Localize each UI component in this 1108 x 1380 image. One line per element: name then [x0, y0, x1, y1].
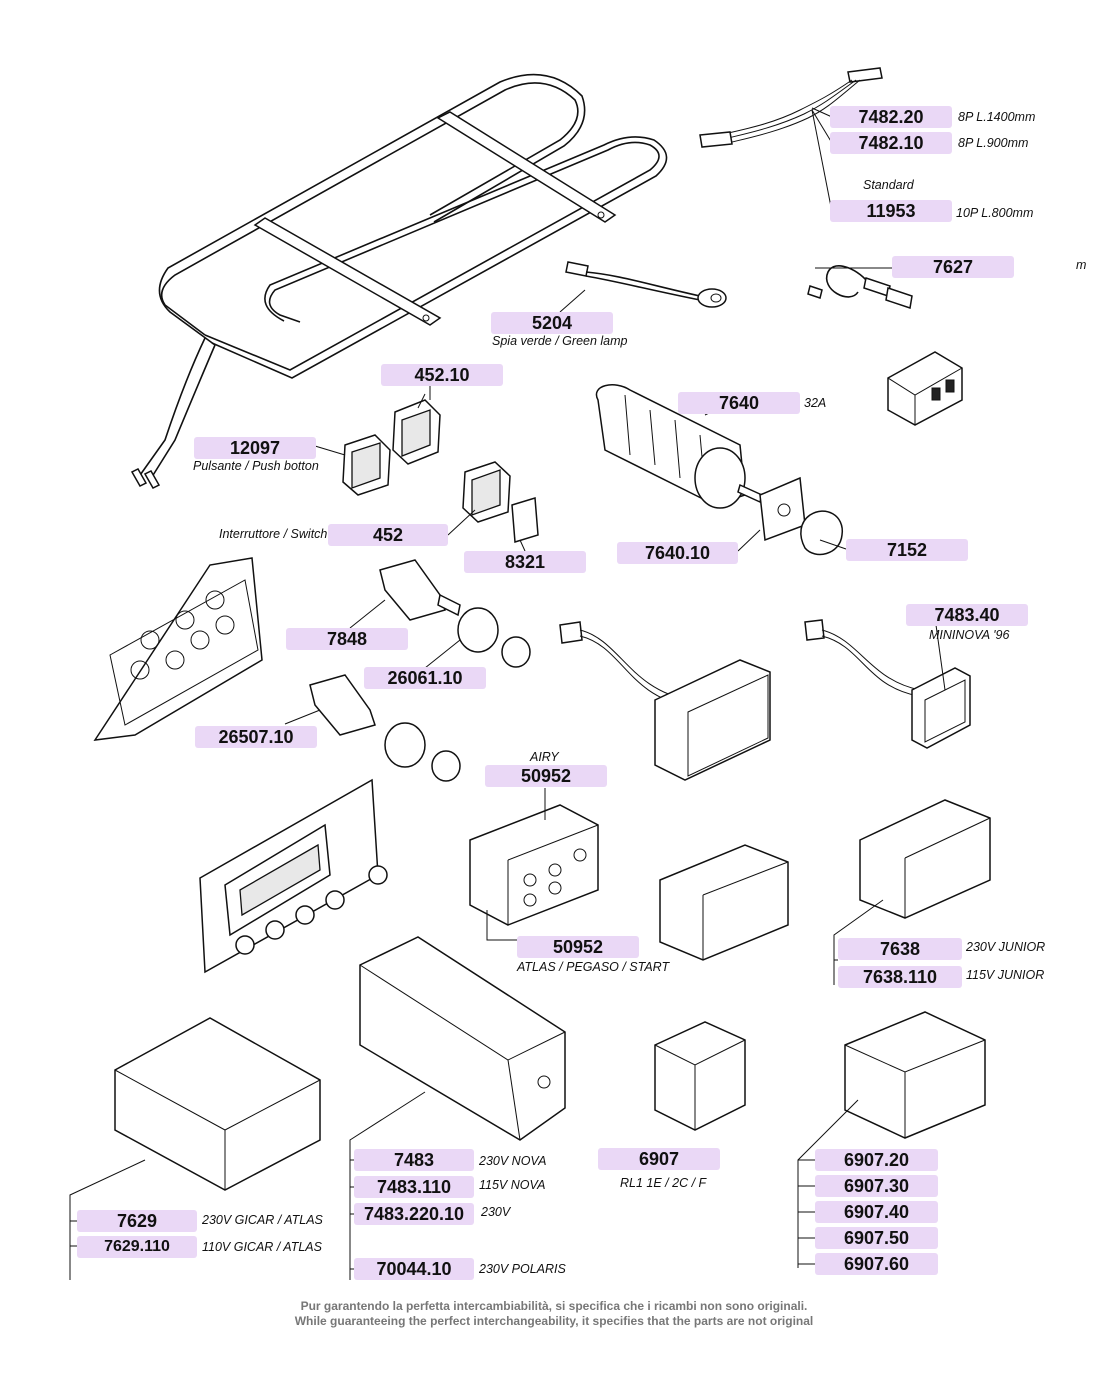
part-label-6907-50: 6907.50 [815, 1227, 938, 1249]
part-label-5204: 5204 [491, 312, 613, 334]
part-label-7638-110: 7638.110 [838, 966, 962, 988]
part-note-7483-110: 115V NOVA [479, 1178, 546, 1192]
mininova-keypad-illustration [804, 619, 971, 749]
part-label-8321: 8321 [464, 551, 586, 573]
part-label-7482-10: 7482.10 [830, 132, 952, 154]
part-label-26061-10: 26061.10 [364, 667, 486, 689]
part-label-7483: 7483 [354, 1149, 474, 1171]
push-switches-illustration [309, 559, 531, 782]
part-caption-airy: AIRY [530, 750, 559, 764]
part-label-7627: 7627 [892, 256, 1014, 278]
heating-element-illustration [130, 73, 668, 489]
part-label-50952-atlas: 50952 [517, 936, 639, 958]
part-label-7482-20: 7482.20 [830, 106, 952, 128]
part-label-6907-30: 6907.30 [815, 1175, 938, 1197]
part-label-7629-110: 7629.110 [77, 1236, 197, 1258]
part-label-7640: 7640 [678, 392, 800, 414]
part-label-6907-20: 6907.20 [815, 1149, 938, 1171]
part-label-6907: 6907 [598, 1148, 720, 1170]
green-lamp-illustration [565, 261, 727, 308]
disclaimer-line-english: While guaranteeing the perfect interchan… [294, 1314, 814, 1328]
part-note-7638: 230V JUNIOR [966, 940, 1046, 954]
part-label-7629: 7629 [77, 1210, 197, 1232]
part-note-7638-110: 115V JUNIOR [966, 968, 1045, 982]
cropped-text: m [1076, 258, 1087, 272]
control-panel-illustration [93, 557, 263, 741]
part-label-452: 452 [328, 524, 448, 546]
part-label-6907-60: 6907.60 [815, 1253, 938, 1275]
part-label-7638: 7638 [838, 938, 962, 960]
part-caption-50952-atlas: ATLAS / PEGASO / START [517, 960, 670, 974]
leader-lines [70, 107, 946, 1270]
part-label-50952-airy: 50952 [485, 765, 607, 787]
rocker-switches-illustration [342, 393, 539, 543]
display-board-illustration [199, 778, 388, 974]
part-label-6907-40: 6907.40 [815, 1201, 938, 1223]
part-label-7483-110: 7483.110 [354, 1176, 474, 1198]
relay-6907-illustration [654, 1021, 746, 1131]
small-relay-illustration [887, 351, 963, 426]
part-label-452-10: 452.10 [381, 364, 503, 386]
part-note-7629-110: 110V GICAR / ATLAS [202, 1240, 322, 1254]
part-label-7483-220-10: 7483.220.10 [354, 1203, 474, 1225]
part-caption-452: Interruttore / Switch [219, 527, 328, 541]
ribbon-cable-illustration [699, 67, 883, 213]
part-label-7152: 7152 [846, 539, 968, 561]
part-note-7482-20: 8P L.1400mm [958, 110, 1036, 124]
part-caption-6907: RL1 1E / 2C / F [620, 1176, 707, 1190]
control-box-large-illustration [349, 936, 566, 1280]
part-label-70044-10: 70044.10 [354, 1258, 474, 1280]
part-caption-5204: Spia verde / Green lamp [492, 334, 628, 348]
part-note-11953: 10P L.800mm [956, 206, 1034, 220]
airy-keypad-illustration [469, 804, 599, 941]
part-label-7483-40: 7483.40 [906, 604, 1028, 626]
part-label-11953: 11953 [830, 200, 952, 222]
part-note-7483-220-10: 230V [481, 1205, 511, 1219]
relay-series-illustration [797, 1011, 986, 1268]
sensor-cable-illustration [807, 265, 913, 309]
part-caption-7483-40: MININOVA '96 [929, 628, 1010, 642]
junior-keypad-illustration [833, 799, 991, 985]
disclaimer-line-italian: Pur garantendo la perfetta intercambiabi… [300, 1299, 808, 1313]
part-note-7483: 230V NOVA [479, 1154, 547, 1168]
part-note-70044-10: 230V POLARIS [479, 1262, 566, 1276]
keypad-small-illustration [659, 844, 789, 961]
control-box-small-illustration [69, 1017, 321, 1280]
keypad-illustration [559, 621, 771, 781]
part-note-7482-10: 8P L.900mm [958, 136, 1029, 150]
part-caption-standard: Standard [863, 178, 914, 192]
part-caption-12097: Pulsante / Push botton [193, 459, 319, 473]
part-label-12097: 12097 [194, 437, 316, 459]
part-label-26507-10: 26507.10 [195, 726, 317, 748]
part-label-7640-10: 7640.10 [617, 542, 738, 564]
rotary-switch-illustration [595, 384, 843, 556]
part-note-7640: 32A [804, 396, 827, 410]
part-label-7848: 7848 [286, 628, 408, 650]
part-note-7629: 230V GICAR / ATLAS [202, 1213, 323, 1227]
